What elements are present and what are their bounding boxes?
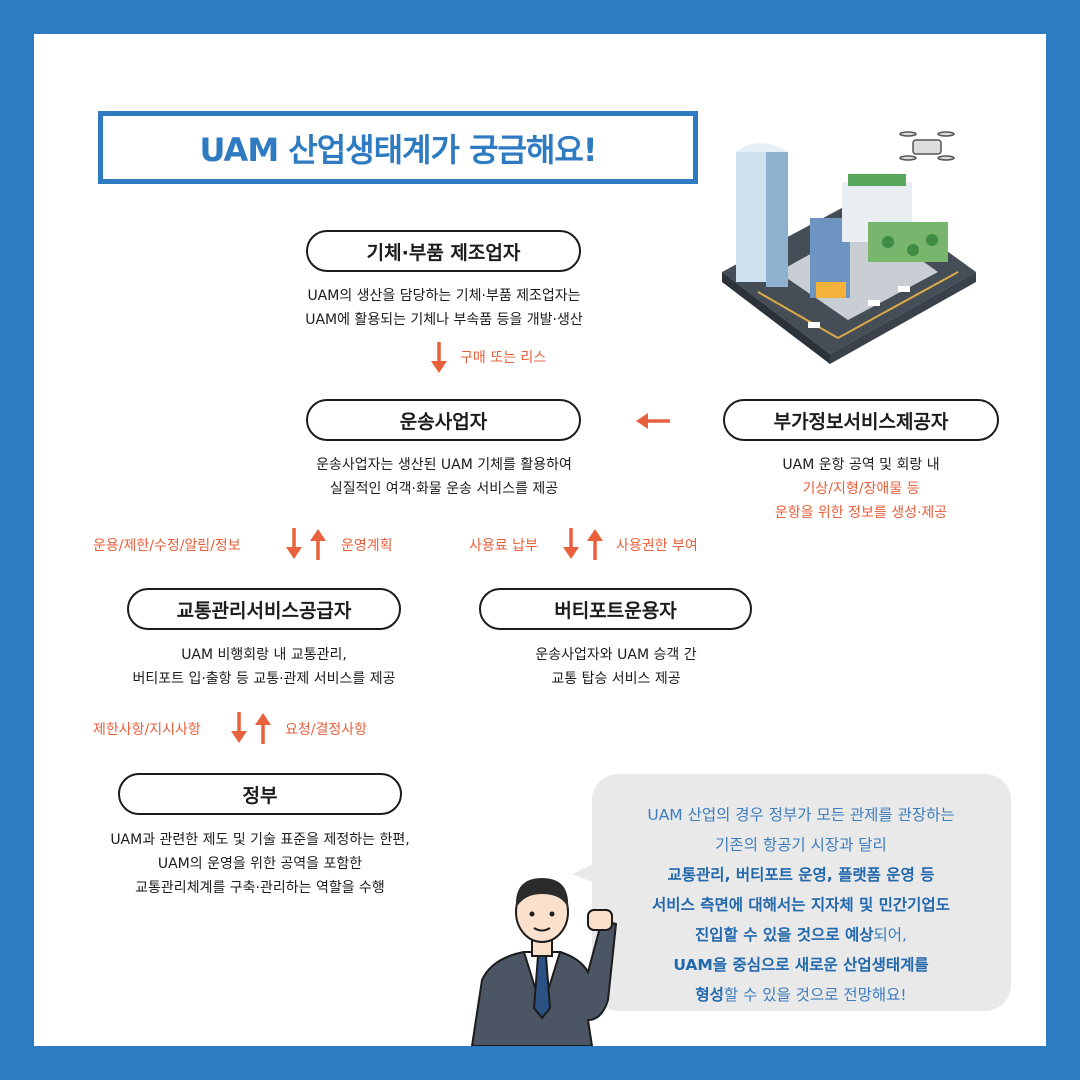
edge-ops-down-label: 운용/제한/수정/알림/정보 [93,538,241,554]
node-info-provider: 부가정보서비스제공자 [723,399,999,441]
edge-gov-down-label: 제한사항/지시사항 [93,722,201,738]
node-traffic-desc: UAM 비행회랑 내 교통관리, 버티포트 입·출항 등 교통·관제 서비스를 … [64,643,464,691]
arrow-up-icon [255,713,271,744]
edge-fee-down-label: 사용료 납부 [469,538,538,554]
desc-line: 실질적인 여객·화물 운송 서비스를 제공 [329,481,559,497]
edge-fee-up-label: 사용권한 부여 [616,538,698,554]
node-manufacturer-desc: UAM의 생산을 담당하는 기체·부품 제조업자는 UAM에 활용되는 기체나 … [244,284,644,332]
desc-line: UAM에 활용되는 기체나 부속품 등을 개발·생산 [305,312,583,328]
desc-line: 교통 탑승 서비스 제공 [551,671,681,687]
desc-line: 운송사업자와 UAM 승객 간 [535,647,697,663]
bubble-line: 기존의 항공기 시장과 달리 [715,836,887,854]
arrow-down-icon [231,712,247,743]
desc-line: UAM과 관련한 제도 및 기술 표준을 제정하는 한편, [110,832,410,848]
desc-line: UAM 운항 공역 및 회랑 내 [782,457,940,473]
desc-line-highlight: 운항을 위한 정보를 생성·제공 [774,505,948,521]
edge-purchase-label: 구매 또는 리스 [460,350,547,366]
arrow-down-icon [286,528,302,559]
node-operator-desc: 운송사업자는 생산된 UAM 기체를 활용하여 실질적인 여객·화물 운송 서비… [244,453,644,501]
node-vertiport: 버티포트운용자 [479,588,752,630]
desc-line: 버티포트 입·출항 등 교통·관제 서비스를 제공 [132,671,396,687]
node-vertiport-label: 버티포트운용자 [554,599,677,622]
bubble-line: 할 수 있을 것으로 전망해요! [723,986,907,1004]
bubble-line-bold: 서비스 측면에 대해서는 지자체 및 민간기업도 [652,896,950,914]
bubble-line: UAM 산업의 경우 정부가 모든 관제를 관장하는 [647,806,955,824]
node-operator: 운송사업자 [306,399,581,441]
desc-line: UAM의 생산을 담당하는 기체·부품 제조업자는 [307,288,581,304]
desc-line: UAM의 운영을 위한 공역을 포함한 [157,856,363,872]
desc-line: 운송사업자는 생산된 UAM 기체를 활용하여 [316,457,572,473]
node-info-provider-label: 부가정보서비스제공자 [773,410,949,433]
arrow-left-icon [636,413,670,429]
node-info-provider-desc: UAM 운항 공역 및 회랑 내 기상/지형/장애물 등 운항을 위한 정보를 … [711,453,1011,525]
title-box: UAM 산업생태계가 궁금해요! [98,111,698,184]
node-manufacturer-label: 기체·부품 제조업자 [366,241,521,264]
arrow-up-icon [587,529,603,560]
node-manufacturer: 기체·부품 제조업자 [306,230,581,272]
node-traffic-label: 교통관리서비스공급자 [176,599,352,622]
node-government-desc: UAM과 관련한 제도 및 기술 표준을 제정하는 한편, UAM의 운영을 위… [55,828,465,900]
city-illustration [722,131,976,364]
node-government-label: 정부 [242,784,278,807]
bubble-line-bold: UAM을 중심으로 새로운 산업생태계를 [673,956,929,974]
speech-bubble-tail [572,860,602,886]
node-government: 정부 [118,773,402,815]
node-operator-label: 운송사업자 [399,410,488,433]
desc-line: UAM 비행회랑 내 교통관리, [181,647,347,663]
edge-gov-up-label: 요청/결정사항 [285,722,367,738]
edge-ops-up-label: 운영계획 [341,538,393,554]
bubble-line: 되어, [873,926,907,944]
desc-line: 교통관리체계를 구축·관리하는 역할을 수행 [135,880,385,896]
desc-line-highlight: 기상/지형/장애물 등 [802,481,920,497]
arrow-down-icon [431,342,447,373]
page-title: UAM 산업생태계가 궁금해요! [199,130,598,169]
bubble-line-bold: 진입할 수 있을 것으로 예상 [695,926,874,944]
node-traffic: 교통관리서비스공급자 [127,588,401,630]
businessman-illustration [470,878,618,1046]
arrow-down-icon [563,528,579,559]
node-vertiport-desc: 운송사업자와 UAM 승객 간 교통 탑승 서비스 제공 [466,643,766,691]
speech-bubble [592,774,1011,1011]
bubble-line-bold: 교통관리, 버티포트 운영, 플랫폼 운영 등 [667,866,935,884]
speech-bubble-text: UAM 산업의 경우 정부가 모든 관제를 관장하는 기존의 항공기 시장과 달… [596,800,1006,1010]
bubble-line-bold: 형성 [695,986,724,1004]
arrow-up-icon [310,529,326,560]
